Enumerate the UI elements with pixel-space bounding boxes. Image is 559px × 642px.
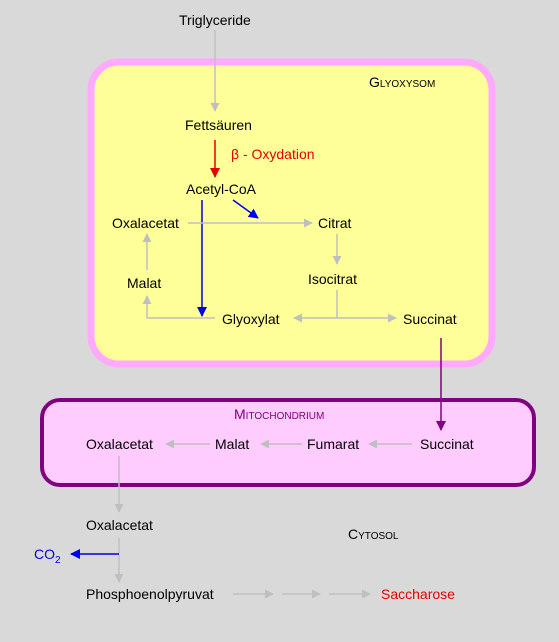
label-co2: CO2 <box>34 546 61 566</box>
label-beta-oxidation: β - Oxydation <box>231 146 315 162</box>
label-phosphoenolpyruvat: Phosphoenolpyruvat <box>86 586 214 602</box>
label-isocitrat: Isocitrat <box>308 271 358 287</box>
label-saccharose: Saccharose <box>381 586 455 602</box>
label-malat-glyoxysom: Malat <box>127 275 162 291</box>
mitochondrium-compartment <box>40 398 536 487</box>
label-oxalacetat-glyoxysom: Oxalacetat <box>112 215 179 231</box>
arrow-acetyl-coa-citrat <box>232 199 259 219</box>
label-acetyl-coa: Acetyl-CoA <box>186 181 257 197</box>
label-glyoxysom: Glyoxysom <box>369 74 436 90</box>
arrow-glyoxylat-malat <box>142 295 215 319</box>
glyoxysom-compartment <box>87 58 496 368</box>
label-malat-mito: Malat <box>215 436 250 452</box>
label-mitochondrium: Mitochondrium <box>234 406 325 422</box>
label-cytosol: Cytosol <box>348 526 399 542</box>
label-succinat-mito: Succinat <box>420 436 474 452</box>
label-citrat: Citrat <box>318 215 352 231</box>
label-fumarat: Fumarat <box>307 436 360 452</box>
label-oxalacetat-mito: Oxalacetat <box>86 436 153 452</box>
label-triglyceride: Triglyceride <box>179 12 251 28</box>
label-succinat-glyoxysom: Succinat <box>403 311 457 327</box>
label-fettsaeuren: Fettsäuren <box>185 117 252 133</box>
label-glyoxylat: Glyoxylat <box>222 311 280 327</box>
label-oxalacetat-cytosol: Oxalacetat <box>86 517 153 533</box>
